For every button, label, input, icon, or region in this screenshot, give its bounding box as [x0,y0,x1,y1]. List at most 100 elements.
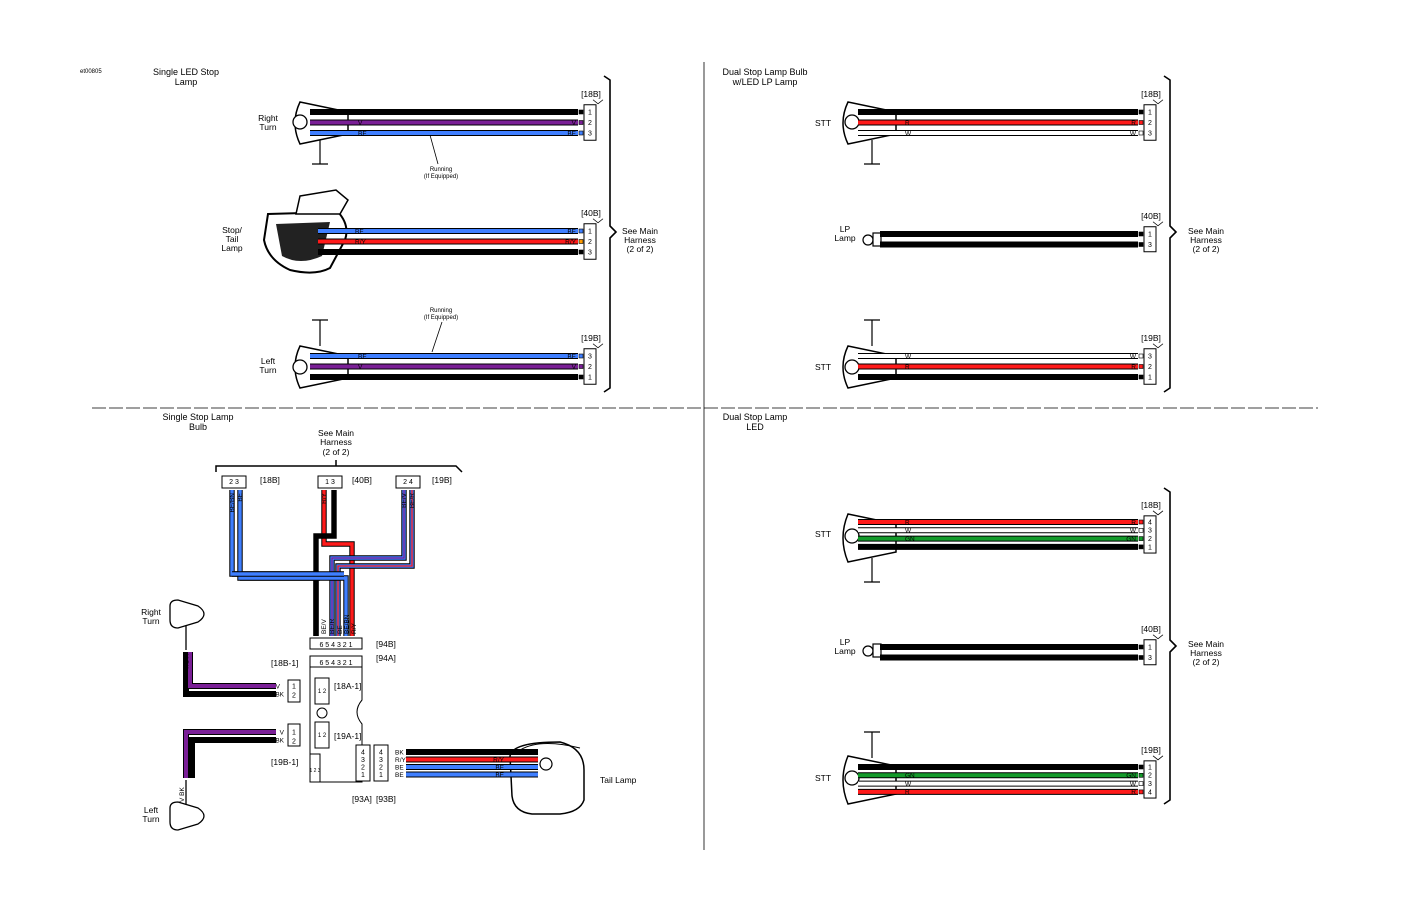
lamp-label: Right [141,607,161,617]
running-note-leader [429,134,439,165]
pin-terminal [578,374,584,380]
pin-number: 3 [588,353,592,360]
pin-terminal [1138,764,1144,770]
connector-label: [18B] [260,475,280,485]
connector-chevron [1152,343,1164,349]
connector-label: [19B-1] [271,757,298,767]
connector-label: [18B-1] [271,658,298,668]
lamp-label: Turn [142,814,159,824]
wire-outline [229,490,319,636]
wire-code-label: R [905,364,910,371]
harness-label: See Main [1188,226,1224,236]
wire-code-label: BK [905,544,914,551]
pin-number: 2 [588,120,592,127]
wire-code-label: BK [1127,544,1136,551]
connector-18a1 [314,677,330,705]
pin-number: 3 [1148,655,1152,662]
wire-code-label: BE [567,353,576,360]
pin-terminal [1138,364,1144,369]
pin-terminal [1138,527,1144,533]
connector-94a [309,655,363,668]
connector-label: [94A] [376,653,396,663]
connector-chevron [592,343,604,349]
wire-body [330,490,406,636]
pin-number: 2 [379,764,383,771]
pin-terminal [1138,519,1144,525]
wire-code-label: BK [355,249,364,256]
wire-code-label: W [1130,130,1137,137]
pin-number: 1 [588,374,592,381]
wire-code-label: V [572,364,577,371]
wire-code-label: BE [395,772,404,779]
pin-number: 2 [361,764,365,771]
pin-terminal [1138,789,1144,795]
wire-be-r [335,490,415,636]
pin-terminal [1138,120,1144,125]
lamp-label: STT [815,362,831,372]
left-turn-bulb-icon [169,780,205,831]
wire-code-label: W [905,130,912,137]
wire-be [237,490,323,581]
pin-terminal [1138,130,1144,136]
pin-number: 3 [1148,781,1152,788]
pin-number: 3 [1148,130,1152,137]
wire-body [230,490,318,636]
wire-code-label: V BK [182,654,189,669]
pin-terminal [1138,644,1144,650]
wire-code-label: R [1131,519,1136,526]
connector-40b-top: 1 3 [40B] [317,475,372,489]
connector-19b1 [287,723,301,747]
connector-label: [18B] [1141,89,1161,99]
wire-body [322,490,354,636]
wire-stripe [232,490,316,636]
pin-number: 1 [379,772,383,779]
harness-label: Harness [1190,235,1222,245]
connector-label: [18B] [1141,500,1161,510]
connector-pins: 2 3 [229,479,239,486]
wire-code-label: BK [275,738,284,745]
harness-bracket [1163,75,1178,393]
pin-terminal [1138,242,1144,247]
connector-label: [94B] [376,639,396,649]
wire-code-label: BK [888,231,897,238]
harness-bracket [215,460,463,473]
pin-number: 2 [1148,364,1152,371]
wire-code-label: BK [905,374,914,381]
wire-code-label: BE [567,130,576,137]
wire-code-label: BE [337,625,344,634]
wire-code-label: BE [395,764,404,771]
wire-code-label: BK [395,749,404,756]
pin-number: 1 [1148,231,1152,238]
harness-label: Harness [1190,648,1222,658]
lamp-label: Turn [259,365,276,375]
wire-code-label: GN [905,773,915,780]
lamp-label: LP [840,224,851,234]
lamp-label: Turn [259,122,276,132]
connector-label: [93A] [352,794,372,804]
lamp-label: STT [815,773,831,783]
pin-number: 1 [588,228,592,235]
wire-code-label: R/Y [493,757,505,764]
wire-code-label: BK [567,249,576,256]
lamp-label: Turn [142,616,159,626]
wire-code-label: BK [358,374,367,381]
lamp-label: Tail [226,234,239,244]
wire-code-label: R [905,120,910,127]
connector-pins: 6 5 4 3 2 1 [319,642,352,649]
pin-terminal [1138,536,1144,541]
pin-number: 2 [292,739,296,746]
wire-code-label: BK [331,492,338,501]
wire-code-label: BE/R [409,493,416,508]
panel-title-line1: Dual Stop Lamp Bulb [722,67,807,77]
connector-label: [40B] [1141,624,1161,634]
pin-number: 2 [1148,536,1152,543]
wire-body [188,652,276,688]
wire-body [184,730,276,778]
wire-outline [187,652,276,689]
connector-body [1143,515,1157,554]
pin-terminal [1138,781,1144,786]
wire-code-label: BE/V [401,492,408,507]
connector-body [1143,760,1157,799]
pin-number: 2 [292,693,296,700]
